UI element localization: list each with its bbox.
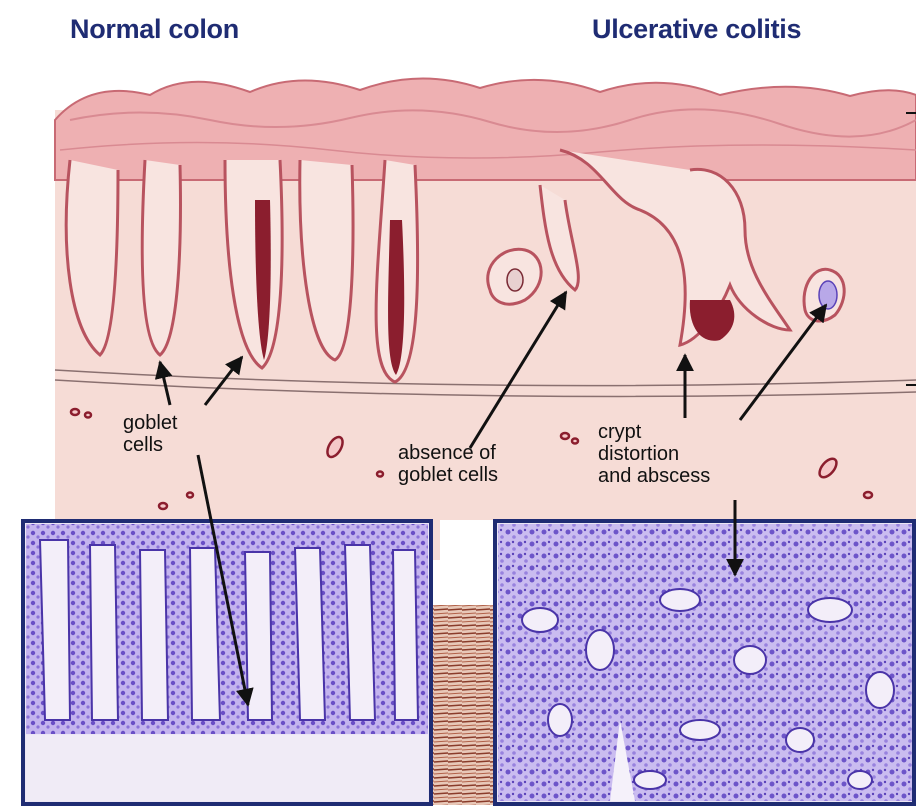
heading-normal-colon: Normal colon — [70, 14, 239, 45]
label-absence-of-goblet-cells: absence of goblet cells — [398, 442, 498, 486]
label-goblet-cells: goblet cells — [123, 412, 178, 456]
label-crypt-distortion-abscess: crypt distortion and abscess — [598, 421, 710, 487]
label-crypt-line3: and abscess — [598, 465, 710, 487]
label-absence-line1: absence of — [398, 442, 498, 464]
label-goblet-line2: cells — [123, 434, 178, 456]
heading-ulcerative-colitis: Ulcerative colitis — [592, 14, 801, 45]
label-crypt-line1: crypt — [598, 421, 710, 443]
muscle-layer — [433, 605, 495, 805]
label-absence-line2: goblet cells — [398, 464, 498, 486]
normal-histology-panel — [23, 521, 431, 804]
label-goblet-line1: goblet — [123, 412, 178, 434]
label-crypt-line2: distortion — [598, 443, 710, 465]
surface-epithelium — [55, 78, 916, 180]
ulcerative-histology-panel — [495, 521, 914, 804]
